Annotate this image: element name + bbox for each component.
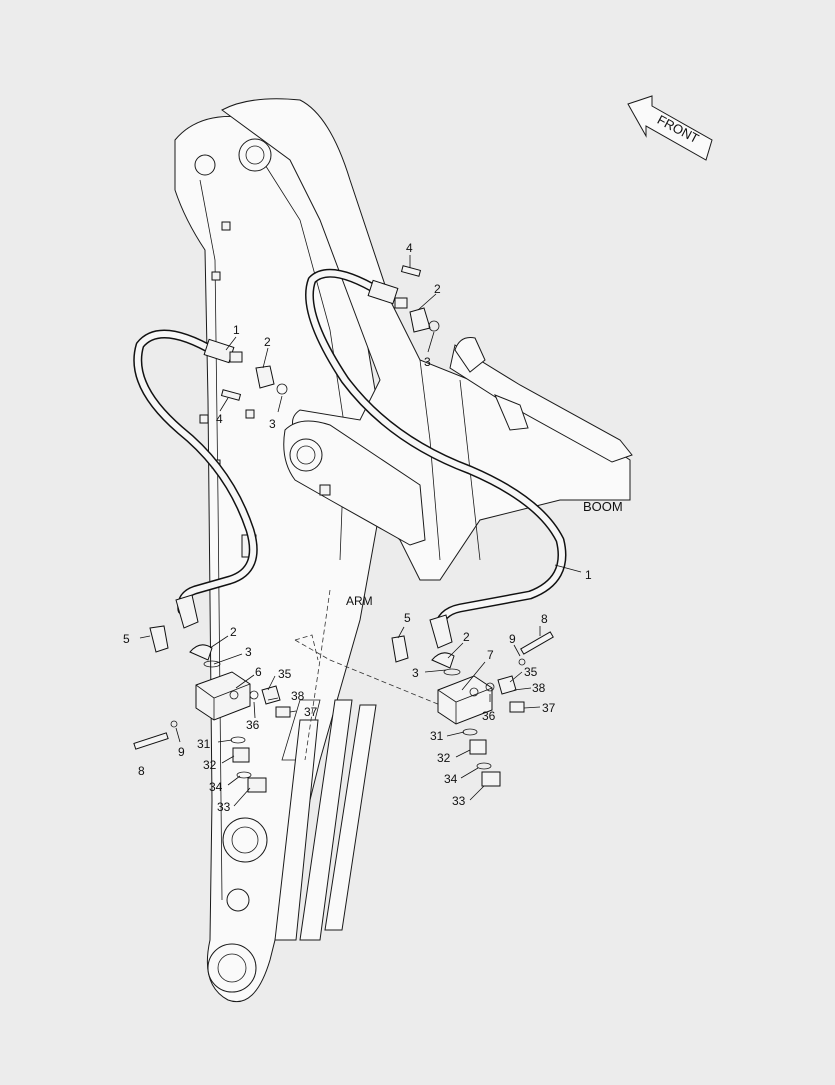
callout-37: 37 [304, 705, 318, 719]
upper-fittings-right [394, 265, 440, 333]
callout-32: 32 [437, 751, 451, 765]
callout-34: 34 [209, 780, 223, 794]
callout-2: 2 [264, 335, 271, 349]
callout-9: 9 [178, 745, 185, 759]
boom-label: BOOM [583, 499, 623, 514]
block-group-right [391, 631, 554, 787]
callout-3: 3 [245, 645, 252, 659]
callout-38: 38 [532, 681, 546, 695]
callout-4: 4 [216, 412, 223, 426]
callout-34: 34 [444, 772, 458, 786]
hose-right [305, 268, 567, 649]
callout-31: 31 [430, 729, 444, 743]
callout-7: 7 [487, 648, 494, 662]
callout-33: 33 [452, 794, 466, 808]
callout-3: 3 [424, 355, 431, 369]
callout-1: 1 [233, 323, 240, 337]
callout-2: 2 [463, 630, 470, 644]
callout-3: 3 [412, 666, 419, 680]
callout-4: 4 [406, 241, 413, 255]
upper-fittings-left [220, 351, 288, 401]
callout-9: 9 [509, 632, 516, 646]
callout-labels: 1 2 3 4 4 2 3 1 5 2 3 6 35 38 37 36 31 8… [123, 241, 592, 814]
callout-1: 1 [585, 568, 592, 582]
callout-33: 33 [217, 800, 231, 814]
callout-5: 5 [123, 632, 130, 646]
callout-2: 2 [230, 625, 237, 639]
callout-8: 8 [138, 764, 145, 778]
callout-38: 38 [291, 689, 305, 703]
callout-37: 37 [542, 701, 556, 715]
block-group-left [133, 625, 291, 793]
callout-36: 36 [246, 718, 260, 732]
hose-left [133, 329, 258, 629]
callout-5: 5 [404, 611, 411, 625]
front-direction-arrow: FRONT [627, 95, 713, 161]
callout-35: 35 [524, 665, 538, 679]
callout-6: 6 [255, 665, 262, 679]
callout-36: 36 [482, 709, 496, 723]
callout-31: 31 [197, 737, 211, 751]
callout-32: 32 [203, 758, 217, 772]
callout-8: 8 [541, 612, 548, 626]
boom-structure [221, 98, 633, 706]
callout-35: 35 [278, 667, 292, 681]
leader-lines [139, 255, 582, 807]
arm-label: ARM [346, 594, 373, 608]
callout-2: 2 [434, 282, 441, 296]
callout-3: 3 [269, 417, 276, 431]
